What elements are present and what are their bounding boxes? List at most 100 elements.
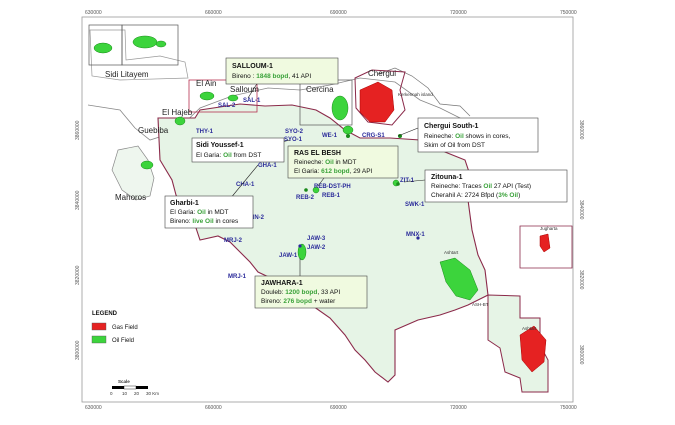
- well-cha-1: CHA-1: [236, 182, 255, 188]
- callout-salloum: SALLOUM-1 Bireno : 1848 bopd, 41 API: [225, 57, 339, 85]
- gas-field-south: [519, 325, 547, 373]
- svg-text:10: 10: [122, 391, 128, 396]
- callout-jawhara: JAWHARA-1 Douleb: 1200 bopd, 33 API Bire…: [254, 275, 368, 309]
- place-el-ain: El Ain: [196, 79, 216, 88]
- tick-left-1: 3840000: [75, 190, 81, 210]
- svg-text:Bireno: live Oil in cores: Bireno: live Oil in cores: [170, 218, 239, 225]
- legend-gas-swatch: [91, 322, 107, 331]
- oil-field-1: [93, 42, 113, 54]
- tick-right-3: 3800000: [578, 345, 584, 365]
- well-zit-1: ZIT-1: [400, 178, 415, 184]
- place-salloum: Salloum: [230, 85, 259, 94]
- svg-text:Zitouna-1: Zitouna-1: [431, 174, 463, 181]
- well-reb-dst-ph: REB-DST-PH: [314, 184, 351, 190]
- svg-text:Chergui South-1: Chergui South-1: [424, 123, 479, 130]
- well-sal-2: SAL-2: [218, 103, 236, 109]
- well-syo-2: SYO-2: [285, 129, 304, 135]
- svg-text:30 Km: 30 Km: [146, 391, 159, 396]
- place-jugharta: Jugharta: [540, 226, 558, 231]
- legend-gas-label: Gas Field: [112, 325, 138, 331]
- coastline: [87, 77, 471, 141]
- svg-text:Bireno: 276 bopd + water: Bireno: 276 bopd + water: [261, 298, 336, 305]
- svg-text:20: 20: [134, 391, 140, 396]
- place-mahoros: Mahoros: [115, 193, 146, 202]
- permit-chergui: [354, 69, 406, 126]
- oil-field-reb: [312, 186, 320, 194]
- wells: THY-1 SAL-2 SAL-1 SYO-2 SYO-1 WE-1 CRG-S…: [196, 98, 489, 307]
- svg-text:Gharbi-1: Gharbi-1: [170, 200, 199, 207]
- well-swk-1: SWK-1: [405, 202, 425, 208]
- well-mrj-2: MRJ-2: [224, 238, 243, 244]
- legend-title: LEGEND: [92, 311, 118, 317]
- legend: LEGEND Gas Field Oil Field: [91, 311, 138, 344]
- axis-top-ticks: 630000 660000 690000 720000 750000: [85, 10, 577, 16]
- tick-bottom-4: 750000: [560, 405, 577, 411]
- well-jaw-3: JAW-3: [307, 236, 326, 242]
- well-crg-s1: CRG-S1: [362, 133, 385, 139]
- permit-north-west: [89, 29, 189, 81]
- tick-left-2: 3820000: [75, 265, 81, 285]
- kerkennah-coast: [377, 67, 471, 117]
- place-chergui: Chergui: [368, 69, 396, 78]
- oil-field-jaw: [297, 243, 307, 261]
- oil-field-4: [199, 91, 215, 101]
- oil-field-cercina: [331, 95, 349, 121]
- gas-field-chergui: [359, 81, 395, 123]
- well-reb-2: REB-2: [296, 195, 315, 201]
- permit-west: [111, 145, 155, 201]
- callout-ras-el-besh: RAS EL BESH Reineche: Oil in MDT El Gari…: [287, 145, 399, 179]
- svg-text:El Garia: Oil in MDT: El Garia: Oil in MDT: [170, 209, 229, 216]
- oil-field-2: [132, 35, 158, 49]
- svg-text:El Garia: Oil from DST: El Garia: Oil from DST: [196, 152, 261, 159]
- well-sal-1: SAL-1: [243, 98, 261, 104]
- tick-top-4: 750000: [560, 10, 577, 16]
- svg-text:Douleb: 1200 bopd, 33 API: Douleb: 1200 bopd, 33 API: [261, 289, 340, 296]
- tick-top-2: 690000: [330, 10, 347, 16]
- salloum-box: [188, 79, 258, 113]
- svg-text:SALLOUM-1: SALLOUM-1: [232, 63, 273, 70]
- svg-text:Bireno : 1848 bopd, 41 API: Bireno : 1848 bopd, 41 API: [232, 73, 311, 80]
- callout-chergui-south: Chergui South-1 Reineche: Oil shows in c…: [417, 117, 539, 153]
- tick-top-0: 630000: [85, 10, 102, 16]
- svg-text:Scale: Scale: [118, 379, 130, 384]
- tick-right-2: 3820000: [578, 270, 584, 290]
- tick-bottom-2: 690000: [330, 405, 347, 411]
- svg-text:Sidi Youssef-1: Sidi Youssef-1: [196, 142, 244, 149]
- tick-left-0: 3860000: [75, 120, 81, 140]
- inset-box-2: [121, 24, 179, 66]
- oil-field-3: [155, 40, 167, 48]
- well-gha-1: GHA-1: [258, 163, 277, 169]
- oil-field-7: [140, 160, 154, 170]
- tick-top-1: 660000: [205, 10, 222, 16]
- svg-text:RAS EL BESH: RAS EL BESH: [294, 150, 341, 157]
- svg-text:El Garia: 612 bopd, 29 API: El Garia: 612 bopd, 29 API: [294, 168, 373, 175]
- well-we-1: WE-1: [322, 133, 338, 139]
- svg-text:Reineche: Oil in MDT: Reineche: Oil in MDT: [294, 159, 357, 166]
- well-mnn-2: MNN-2: [245, 215, 265, 221]
- axis-right-ticks: 3860000 3840000 3820000 3800000: [578, 120, 584, 365]
- well-jaw-2: JAW-2: [307, 245, 326, 251]
- gas-field-jugharta: [539, 233, 551, 253]
- well-ash-bt: ASH-BT: [472, 302, 489, 307]
- callout-sidi-youssef: Sidi Youssef-1 El Garia: Oil from DST: [191, 137, 285, 163]
- place-sidi-litayem: Sidi Litayem: [105, 70, 149, 79]
- well-jaw-1: JAW-1: [279, 253, 298, 259]
- well-mnx-1: MNX-1: [406, 232, 425, 238]
- svg-text:0: 0: [110, 391, 113, 396]
- axis-bottom-ticks: 630000 660000 690000 720000 750000: [85, 405, 577, 411]
- oil-field-ashtart: [439, 257, 479, 301]
- well-thy-1: THY-1: [196, 129, 214, 135]
- tick-bottom-1: 660000: [205, 405, 222, 411]
- oil-field-5: [227, 94, 239, 102]
- tick-bottom-3: 720000: [450, 405, 467, 411]
- tick-top-3: 720000: [450, 10, 467, 16]
- well-mrj-1: MRJ-1: [228, 274, 247, 280]
- tick-left-3: 3800000: [75, 340, 81, 360]
- callout-zitouna: Zitouna-1 Reineche: Traces Oil 27 API (T…: [424, 169, 568, 203]
- well-reb-1: REB-1: [322, 193, 341, 199]
- legend-oil-label: Oil Field: [112, 338, 134, 344]
- svg-text:Reineche: Oil shows in cores,: Reineche: Oil shows in cores,: [424, 133, 511, 140]
- axis-left-ticks: 3860000 3840000 3820000 3800000: [75, 120, 81, 360]
- place-ashtart: Ashtart: [444, 250, 459, 255]
